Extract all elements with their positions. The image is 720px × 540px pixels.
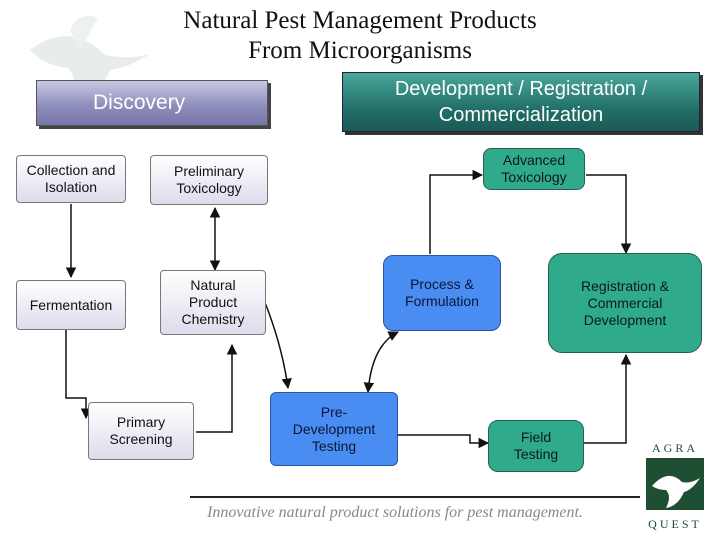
discovery-header: Discovery	[36, 80, 268, 126]
preliminary-toxicology-label: Preliminary Toxicology	[173, 163, 244, 196]
footer-tagline: Innovative natural product solutions for…	[207, 504, 583, 521]
logo-top-text: AGRA	[651, 441, 698, 455]
collection-isolation-box: Collection and Isolation	[16, 155, 126, 203]
primary-screening-box: Primary Screening	[88, 402, 194, 460]
title-line-2: From Microorganisms	[248, 37, 472, 64]
development-header: Development / Registration / Commerciali…	[342, 72, 700, 132]
arrow-advancedtox-registration	[586, 174, 632, 255]
registration-commercial-label: Registration & Commercial Development	[581, 277, 669, 328]
agraquest-logo: AGRA QUEST	[642, 441, 708, 533]
preliminary-toxicology-box: Preliminary Toxicology	[150, 155, 268, 205]
arrow-field-registration	[584, 353, 632, 444]
arrow-predev-field	[398, 434, 490, 449]
predevelopment-testing-box: Pre-Development Testing	[270, 392, 398, 466]
field-testing-box: Field Testing	[488, 420, 584, 472]
natural-product-chemistry-label: Natural Product Chemistry	[181, 277, 245, 327]
logo-bird-icon	[646, 458, 704, 510]
footer-divider	[190, 496, 640, 498]
page-title: Natural Pest Management Products From Mi…	[0, 6, 720, 66]
arrow-predev-advancedtox	[429, 169, 484, 254]
process-formulation-label: Process & Formulation	[405, 276, 479, 309]
arrow-primary-naturalchem	[196, 343, 238, 433]
field-testing-label: Field Testing	[513, 429, 559, 462]
predevelopment-testing-label: Pre-Development Testing	[292, 403, 376, 454]
process-formulation-box: Process & Formulation	[383, 255, 501, 331]
fermentation-box: Fermentation	[16, 280, 126, 330]
advanced-toxicology-label: Advanced Toxicology	[501, 152, 567, 185]
primary-screening-label: Primary Screening	[109, 414, 173, 447]
collection-isolation-label: Collection and Isolation	[26, 162, 116, 195]
arrow-naturalchem-predev	[263, 299, 292, 390]
natural-product-chemistry-box: Natural Product Chemistry	[160, 270, 266, 335]
arrow-fermentation-primary	[65, 330, 92, 420]
title-line-1: Natural Pest Management Products	[183, 7, 537, 34]
development-header-text: Development / Registration / Commerciali…	[394, 78, 648, 126]
logo-bottom-text: QUEST	[648, 517, 702, 531]
hummingbird-watermark	[30, 15, 150, 106]
registration-commercial-box: Registration & Commercial Development	[548, 253, 702, 353]
fermentation-label: Fermentation	[29, 296, 113, 313]
arrow-process-predev	[363, 331, 399, 394]
advanced-toxicology-box: Advanced Toxicology	[483, 148, 585, 190]
